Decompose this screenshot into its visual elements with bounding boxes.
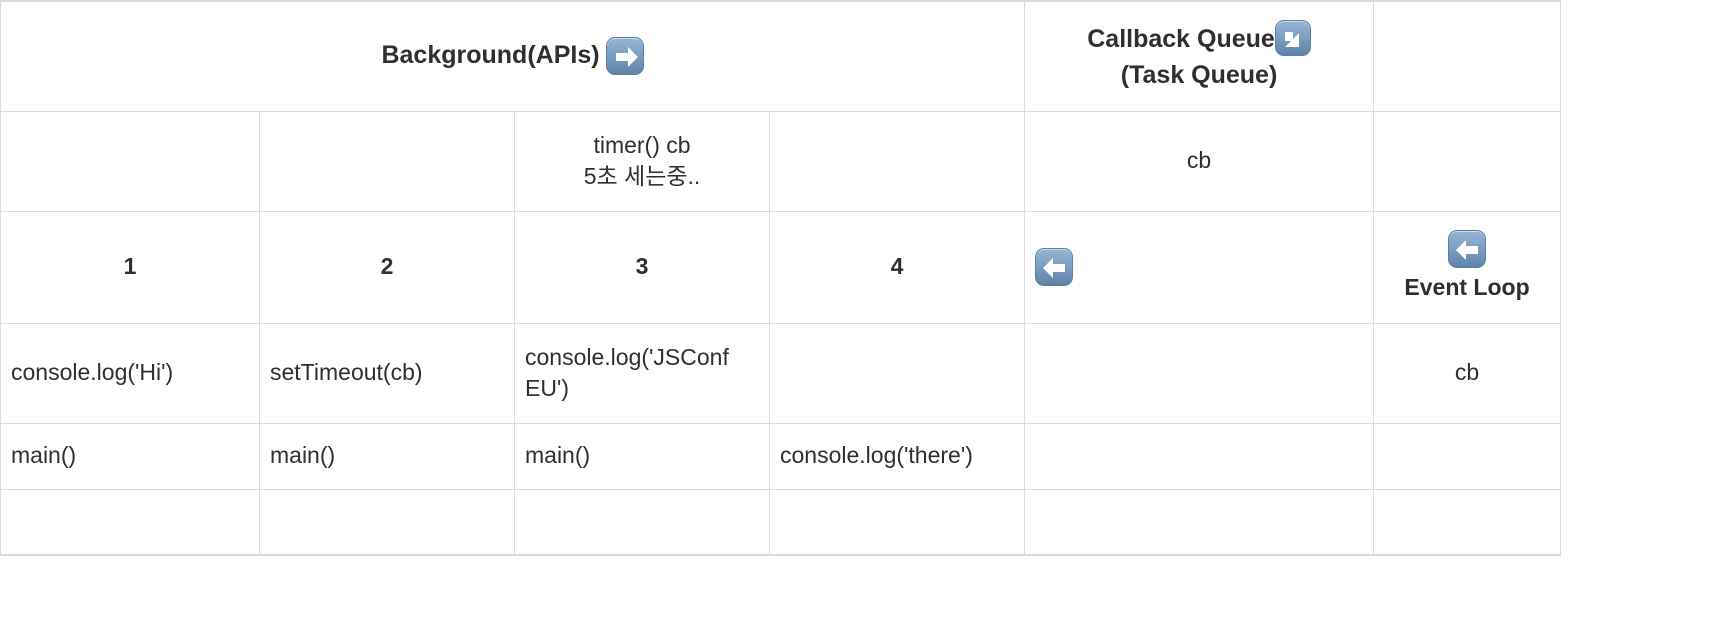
event-loop-label: Event Loop: [1404, 274, 1530, 301]
cell-empty-c6: [1373, 488, 1562, 556]
cell-event-loop: Event Loop: [1373, 210, 1562, 324]
cell-stack2-main-1: main(): [0, 422, 260, 490]
cell-step-1: 1: [0, 210, 260, 324]
cell-stack2-main-3: main(): [514, 422, 770, 490]
background-apis-label: Background(APIs): [381, 41, 600, 70]
cell-empty-c2: [259, 488, 515, 556]
cell-background-apis-header: Background(APIs): [0, 0, 1026, 112]
table-row-stack-1: console.log('Hi') setTimeout(cb) console…: [0, 322, 1562, 424]
table-row-stack-2: main() main() main() console.log('there'…: [0, 422, 1562, 490]
cell-stack2-c5: [1024, 422, 1375, 490]
spreadsheet-table: Background(APIs) Callback Queue: [0, 0, 1562, 556]
cell-step-4: 4: [768, 210, 1026, 324]
cell-timer-c2: [259, 110, 515, 212]
timer-cb-line1: timer() cb: [593, 131, 691, 158]
cell-stack1-c4: [768, 322, 1026, 424]
cell-timer-callback: timer() cb 5초 세는중..: [514, 110, 770, 212]
table-row-step-numbers: 1 2 3 4 Event: [0, 210, 1562, 324]
cell-empty-c1: [0, 488, 260, 556]
callback-queue-title: Callback Queue (Task Queue): [1035, 19, 1363, 94]
timer-cb-line2: 5초 세는중..: [583, 163, 701, 189]
table-row-timer: timer() cb 5초 세는중.. cb: [0, 110, 1562, 212]
left-arrow-icon: [1448, 230, 1487, 269]
cell-stack2-console-there: console.log('there'): [768, 422, 1026, 490]
cell-timer-c6: [1373, 110, 1562, 212]
cell-callback-queue-header: Callback Queue (Task Queue): [1024, 0, 1375, 112]
cell-stack1-settimeout: setTimeout(cb): [259, 322, 515, 424]
cell-timer-c1: [0, 110, 260, 212]
cell-empty-c3: [514, 488, 770, 556]
left-arrow-icon: [1035, 248, 1074, 286]
down-right-arrow-icon: [1274, 19, 1311, 56]
callback-queue-label-line2: (Task Queue): [1120, 60, 1278, 89]
cell-step-3: 3: [514, 210, 770, 324]
background-apis-title: Background(APIs): [381, 37, 644, 76]
cell-step-2: 2: [259, 210, 515, 324]
cell-stack1-console-jsconf: console.log('JSConf EU'): [514, 322, 770, 424]
cell-empty-c4: [768, 488, 1026, 556]
cell-stack2-c6: [1373, 422, 1562, 490]
cell-stack1-event-loop-cb: cb: [1373, 322, 1562, 424]
table-row-empty: [0, 488, 1562, 556]
right-arrow-icon: [605, 37, 644, 76]
table-row-header: Background(APIs) Callback Queue: [0, 0, 1562, 112]
cell-stack1-c5: [1024, 322, 1375, 424]
callback-queue-label-line1: Callback Queue: [1087, 24, 1275, 53]
cell-queue-arrow: [1024, 210, 1375, 324]
cell-empty-c5: [1024, 488, 1375, 556]
cell-stack1-console-hi: console.log('Hi'): [0, 322, 260, 424]
cell-header-blank: [1373, 0, 1562, 112]
cell-callback-queue-cb: cb: [1024, 110, 1375, 212]
event-loop-diagram-table: Background(APIs) Callback Queue: [0, 0, 1562, 556]
cell-stack2-main-2: main(): [259, 422, 515, 490]
cell-timer-c4: [768, 110, 1026, 212]
